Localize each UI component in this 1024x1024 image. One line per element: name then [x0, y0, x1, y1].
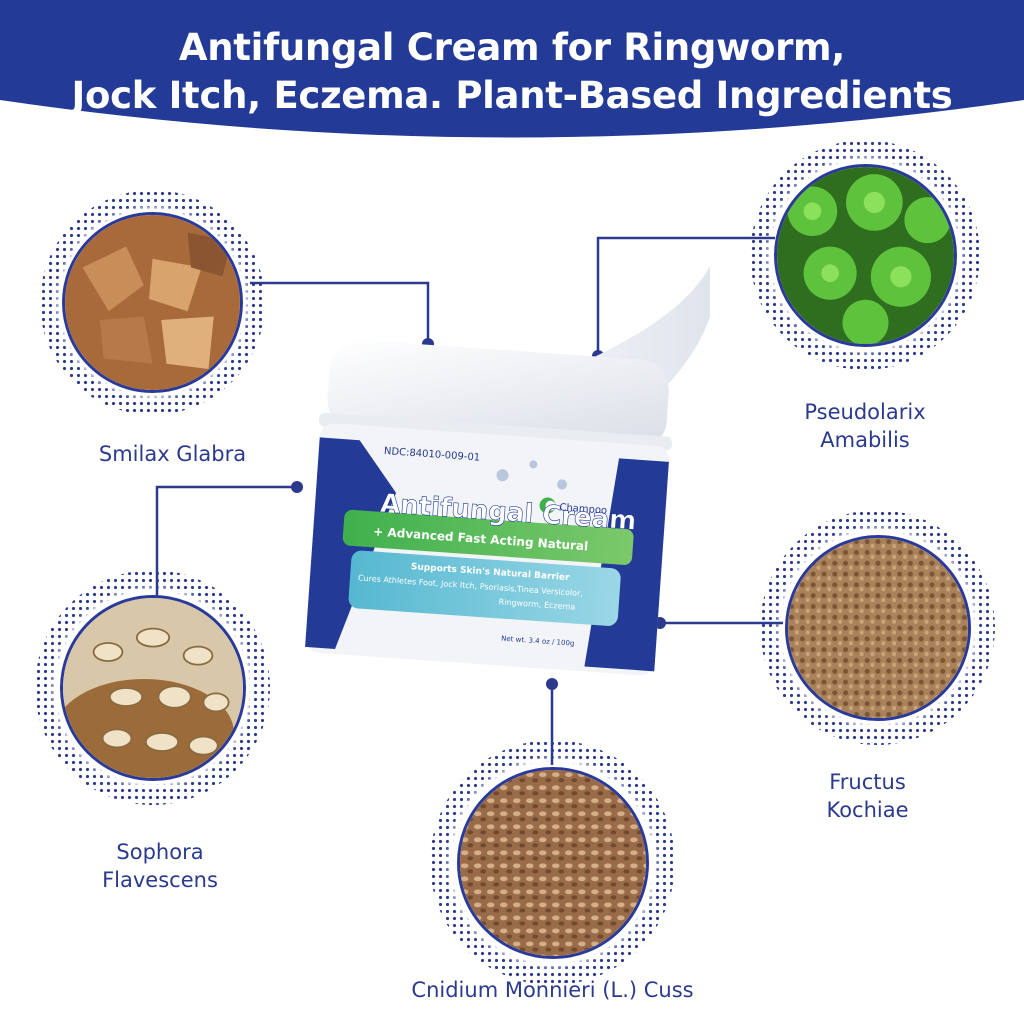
ingredient-sophora-flavescens: Sophora Flavescens	[35, 570, 285, 900]
product-jar: NDC:84010-009-01 Champoo Antifungal Crea…	[305, 265, 710, 676]
ingredient-pseudolarix-amabilis: Pseudolarix Amabilis	[750, 140, 990, 460]
brand-name: Champoo	[559, 502, 607, 516]
page-title: Antifungal Cream for Ringworm, Jock Itch…	[0, 24, 1024, 120]
cnidium-monnieri-image	[457, 767, 649, 959]
ingredient-label: Sophora Flavescens	[102, 840, 218, 892]
ingredient-fructus-kochiae: Fructus Kochiae	[760, 510, 1005, 830]
ingredient-label: Smilax Glabra	[98, 442, 247, 466]
ingredient-cnidium-monnieri: Cnidium Monnieri (L.) Cuss	[400, 740, 710, 1010]
leaf-logo-icon	[539, 497, 556, 514]
ingredient-label: Fructus Kochiae	[826, 770, 909, 822]
pseudolarix-amabilis-image	[774, 164, 957, 347]
ingredient-label: Cnidium Monnieri (L.) Cuss	[411, 978, 694, 1002]
smilax-glabra-image	[62, 212, 243, 393]
header-banner	[0, 0, 1024, 138]
ingredient-label: Pseudolarix Amabilis	[804, 400, 926, 452]
sophora-flavescens-image	[60, 595, 246, 781]
title-line-1: Antifungal Cream for Ringworm,	[178, 26, 846, 69]
ingredient-smilax-glabra: Smilax Glabra	[40, 190, 270, 480]
molecule-icon	[496, 460, 568, 490]
fructus-kochiae-image	[785, 535, 971, 721]
title-line-2: Jock Itch, Eczema. Plant-Based Ingredien…	[71, 74, 953, 117]
